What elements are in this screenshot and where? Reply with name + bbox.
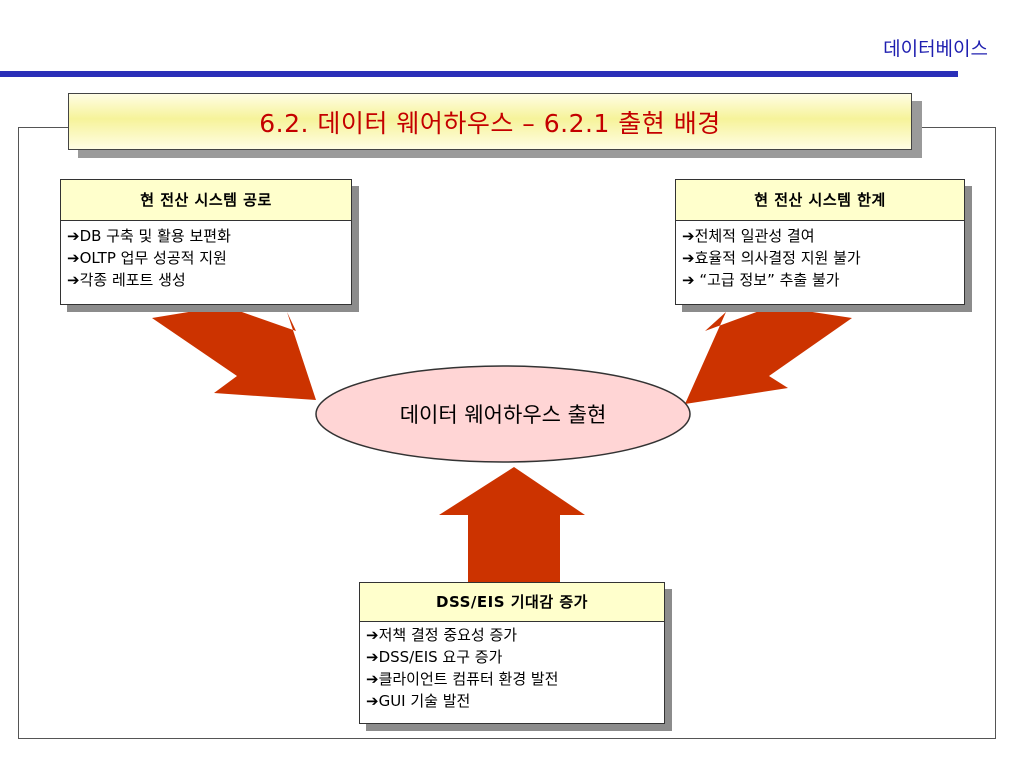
bottom-box-list: ➔저책 결정 중요성 증가 ➔DSS/EIS 요구 증가 ➔클라이언트 컴퓨터 … [360,622,664,712]
right-box: 현 전산 시스템 한계 ➔전체적 일관성 결여 ➔효율적 의사결정 지원 불가 … [675,179,965,305]
list-item: ➔저책 결정 중요성 증가 [366,624,658,646]
list-item: ➔DSS/EIS 요구 증가 [366,646,658,668]
arrow-bottom-to-center [439,467,585,583]
list-item-text: 저책 결정 중요성 증가 [378,626,518,644]
list-item-text: 각종 레포트 생성 [79,271,186,289]
center-ellipse [315,365,691,463]
list-item-text: DSS/EIS 요구 증가 [378,648,503,666]
header-label: 데이터베이스 [883,38,988,60]
arrow-bullet-icon: ➔ [366,692,379,710]
right-box-list: ➔전체적 일관성 결여 ➔효율적 의사결정 지원 불가 ➔ “고급 정보” 추출… [676,221,964,291]
list-item-text: 클라이언트 컴퓨터 환경 발전 [378,670,559,688]
right-box-title: 현 전산 시스템 한계 [676,180,964,221]
list-item-text: GUI 기술 발전 [378,692,471,710]
left-box-title: 현 전산 시스템 공로 [61,180,351,221]
arrow-bullet-icon: ➔ [366,626,379,644]
list-item: ➔ “고급 정보” 추출 불가 [682,269,958,291]
left-box-list: ➔DB 구축 및 활용 보편화 ➔OLTP 업무 성공적 지원 ➔각종 레포트 … [61,221,351,291]
center-label: 데이터 웨어하우스 출현 [399,403,607,427]
bottom-box-title: DSS/EIS 기대감 증가 [360,583,664,622]
title-banner: 6.2. 데이터 웨어하우스 – 6.2.1 출현 배경 [68,93,912,150]
header-rule [0,71,958,77]
list-item: ➔클라이언트 컴퓨터 환경 발전 [366,668,658,690]
bottom-box: DSS/EIS 기대감 증가 ➔저책 결정 중요성 증가 ➔DSS/EIS 요구… [359,582,665,724]
arrow-bullet-icon: ➔ [682,271,695,289]
arrow-bullet-icon: ➔ [366,648,379,666]
list-item-text: OLTP 업무 성공적 지원 [79,249,227,267]
left-box: 현 전산 시스템 공로 ➔DB 구축 및 활용 보편화 ➔OLTP 업무 성공적… [60,179,352,305]
list-item: ➔OLTP 업무 성공적 지원 [67,247,345,269]
list-item: ➔효율적 의사결정 지원 불가 [682,247,958,269]
list-item-text: DB 구축 및 활용 보편화 [79,227,231,245]
list-item: ➔DB 구축 및 활용 보편화 [67,225,345,247]
arrow-bullet-icon: ➔ [366,670,379,688]
list-item: ➔전체적 일관성 결여 [682,225,958,247]
arrow-bullet-icon: ➔ [682,249,695,267]
arrow-right-to-center [685,306,852,404]
arrow-left-to-center [152,306,316,400]
list-item-text: 효율적 의사결정 지원 불가 [694,249,861,267]
page-title: 6.2. 데이터 웨어하우스 – 6.2.1 출현 배경 [259,108,721,138]
list-item-text: 전체적 일관성 결여 [694,227,815,245]
arrow-bullet-icon: ➔ [67,249,80,267]
arrow-bullet-icon: ➔ [67,227,80,245]
arrow-bullet-icon: ➔ [682,227,695,245]
list-item: ➔각종 레포트 생성 [67,269,345,291]
arrow-bullet-icon: ➔ [67,271,80,289]
list-item: ➔GUI 기술 발전 [366,690,658,712]
list-item-text: “고급 정보” 추출 불가 [694,271,840,289]
